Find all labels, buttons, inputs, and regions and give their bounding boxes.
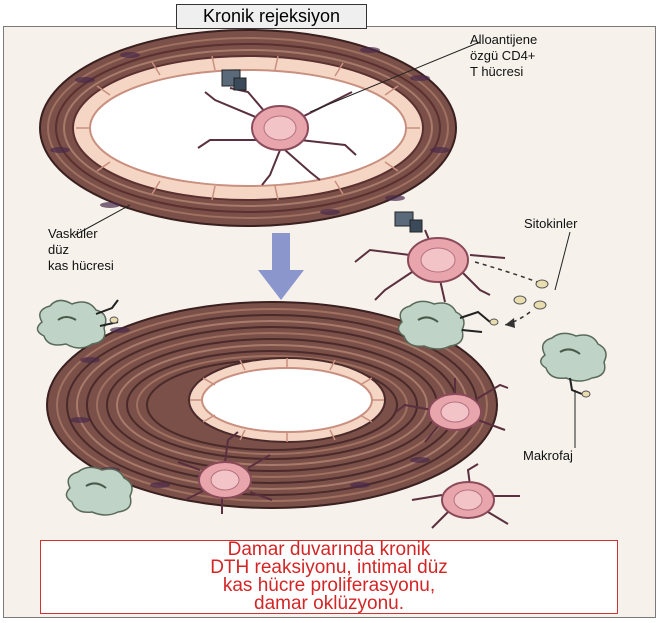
label-smooth-muscle: Vasküler düz kas hücresi	[48, 226, 114, 274]
caption-box: Damar duvarında kronik DTH reaksiyonu, i…	[40, 540, 618, 614]
label-macrophage: Makrofaj	[523, 448, 573, 464]
macrophage-top-middle	[398, 301, 498, 349]
macrophage-right	[541, 333, 606, 397]
top-vessel	[40, 30, 456, 226]
bottom-vessel-lumen	[202, 368, 372, 432]
macrophage-bottom-left	[66, 467, 132, 515]
caption-text: Damar duvarında kronik DTH reaksiyonu, i…	[210, 541, 448, 613]
cd4-t-cell-right	[355, 212, 505, 302]
label-cytokines: Sitokinler	[524, 216, 577, 232]
diagram-title: Kronik rejeksiyon	[203, 6, 340, 27]
title-box: Kronik rejeksiyon	[176, 4, 367, 29]
top-vessel-lumen	[90, 70, 406, 186]
label-cd4-t-cell: Alloantijene özgü CD4+ T hücresi	[470, 32, 537, 80]
down-arrow	[258, 233, 304, 300]
